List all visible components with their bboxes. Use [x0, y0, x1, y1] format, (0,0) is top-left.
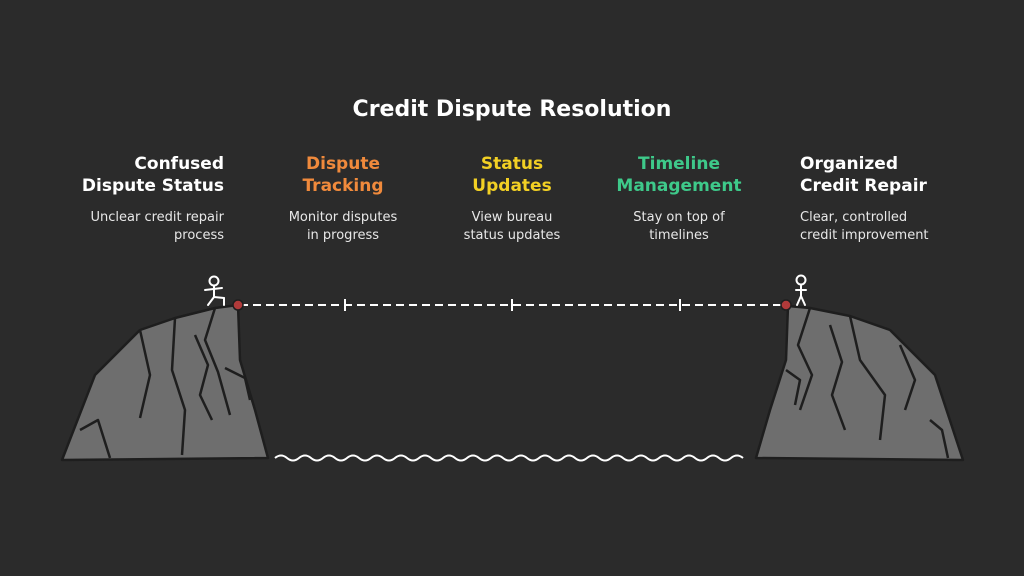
rope-line: [240, 299, 786, 311]
step-heading: Organized Credit Repair: [800, 153, 970, 197]
right-cliff: [754, 304, 965, 462]
step-heading: Dispute Tracking: [258, 153, 428, 197]
step-description-line: process: [174, 228, 224, 243]
right-anchor-point: [780, 299, 792, 311]
step-heading-line: Organized: [800, 154, 898, 174]
step-description-line: Monitor disputes: [288, 210, 398, 225]
step-heading-line: Management: [616, 176, 742, 196]
step-organized-credit-repair: Organized Credit Repair Clear, controlle…: [800, 153, 970, 245]
step-heading-line: Credit Repair: [800, 176, 927, 196]
step-description-line: in progress: [306, 228, 380, 243]
step-heading-line: Updates: [472, 176, 552, 196]
step-heading-line: Dispute: [306, 154, 380, 174]
step-description: Monitor disputes in progress: [258, 209, 428, 245]
step-heading-line: Status: [480, 154, 544, 174]
step-heading-line: Dispute Status: [81, 176, 224, 196]
step-heading: Timeline Management: [594, 153, 764, 197]
step-heading-line: Timeline: [638, 154, 720, 174]
step-description: Stay on top of timelines: [594, 209, 764, 245]
step-description-line: Unclear credit repair: [90, 210, 225, 225]
step-heading-line: Confused: [134, 154, 224, 174]
step-description: Unclear credit repair process: [54, 209, 225, 245]
step-description-line: credit improvement: [800, 228, 929, 243]
step-heading-line: Tracking: [302, 176, 384, 196]
step-description-line: Stay on top of: [633, 210, 725, 225]
step-description: Clear, controlled credit improvement: [800, 209, 970, 245]
step-description-line: Clear, controlled: [800, 210, 908, 225]
step-description: View bureau status updates: [427, 209, 597, 245]
left-anchor-point: [232, 299, 244, 311]
step-confused-dispute-status: Confused Dispute Status Unclear credit r…: [54, 153, 224, 245]
step-description-line: status updates: [463, 228, 561, 243]
water-waves: [274, 454, 744, 462]
step-status-updates: Status Updates View bureau status update…: [427, 153, 597, 245]
step-description-line: View bureau: [471, 210, 553, 225]
stick-figure-standing-icon: [795, 274, 807, 306]
step-description-line: timelines: [649, 228, 709, 243]
step-dispute-tracking: Dispute Tracking Monitor disputes in pro…: [258, 153, 428, 245]
step-heading: Confused Dispute Status: [54, 153, 224, 197]
step-heading: Status Updates: [427, 153, 597, 197]
stick-figure-walking-icon: [204, 275, 225, 306]
page-title: Credit Dispute Resolution: [352, 97, 672, 122]
step-timeline-management: Timeline Management Stay on top of timel…: [594, 153, 764, 245]
left-cliff: [60, 303, 270, 462]
